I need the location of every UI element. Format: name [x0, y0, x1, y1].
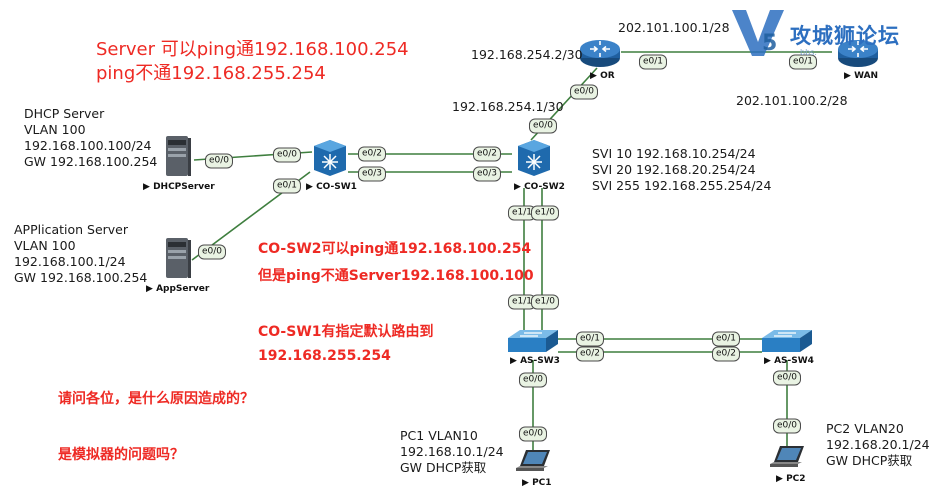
question-reason: 请问各位，是什么原因造成的？: [58, 391, 254, 407]
svi-note-line: SVI 255 192.168.255.254/24: [592, 178, 772, 193]
if-sw2-e0-0: e0/0: [528, 118, 558, 134]
if-sw1-e0-2: e0/2: [357, 146, 387, 162]
dhcp-note-line: VLAN 100: [24, 122, 86, 137]
dhcp-note-line: 192.168.100.100/24: [24, 138, 152, 153]
pc2-laptop-icon[interactable]: [768, 444, 808, 472]
if-wan-e0-1: e0/1: [788, 54, 818, 70]
if-sw4-e0-2: e0/2: [711, 346, 741, 362]
watermark-url: bbs.: [800, 48, 817, 57]
pc2-label: ▶ PC2: [776, 474, 806, 484]
pc2-note-line: PC2 VLAN20: [826, 421, 904, 436]
app-server-icon[interactable]: [164, 236, 192, 280]
co-sw1-label: ▶ CO-SW1: [306, 182, 357, 192]
sw2-red-line-1: CO-SW2可以ping通192.168.100.254: [258, 241, 532, 257]
as-sw3-label: ▶ AS-SW3: [510, 356, 560, 366]
app-note-line: APPlication Server: [14, 222, 129, 237]
if-pc1-e0-0: e0/0: [518, 426, 548, 442]
svi-note: SVI 10 192.168.10.254/24 SVI 20 192.168.…: [592, 146, 771, 194]
app-note-line: 192.168.100.1/24: [14, 254, 126, 269]
if-sw3-e0-1: e0/1: [575, 331, 605, 347]
l2-switch-as-sw3-icon[interactable]: [506, 328, 560, 356]
dhcp-note-line: GW 192.168.100.254: [24, 154, 158, 169]
or-label: ▶ OR: [590, 71, 615, 81]
if-sw4-e0-1: e0/1: [711, 331, 741, 347]
pc1-note-line: PC1 VLAN10: [400, 428, 478, 443]
app-note-line: GW 192.168.100.254: [14, 270, 148, 285]
l3-switch-co-sw1-icon[interactable]: [310, 138, 350, 178]
watermark-brand: 攻城狮论坛: [790, 24, 900, 48]
or-lan-ip: 192.168.254.2/30: [471, 47, 583, 62]
question-line-2: ping不通192.168.255.254: [96, 63, 326, 84]
pc2-note-line: 192.168.20.1/24: [826, 437, 930, 452]
dhcp-note-line: DHCP Server: [24, 106, 105, 121]
if-or-e0-1: e0/1: [638, 54, 668, 70]
pc1-label-text: PC1: [532, 478, 552, 488]
or-label-text: OR: [600, 71, 615, 81]
if-sw1-e0-1: e0/1: [272, 178, 302, 194]
dhcp-server-label-text: DHCPServer: [153, 182, 215, 192]
pc1-note-line: GW DHCP获取: [400, 460, 487, 475]
if-sw3-e1-0: e1/0: [530, 294, 560, 310]
question-simulator: 是模拟器的问题吗？: [58, 447, 184, 463]
co-sw2-label-text: CO-SW2: [524, 182, 565, 192]
svi-note-line: SVI 10 192.168.10.254/24: [592, 146, 756, 161]
question-line-1: Server 可以ping通192.168.100.254: [96, 39, 409, 60]
or-wan-ip: 202.101.100.1/28: [618, 20, 730, 35]
if-dhcp-e0-0: e0/0: [204, 153, 234, 169]
if-sw2-e0-2: e0/2: [472, 146, 502, 162]
watermark-logo: 5 攻城狮论坛 bbs.: [728, 4, 918, 64]
pc2-note: PC2 VLAN20 192.168.20.1/24 GW DHCP获取: [826, 421, 930, 469]
l3-switch-co-sw2-icon[interactable]: [514, 138, 554, 178]
co-sw1-label-text: CO-SW1: [316, 182, 357, 192]
v5-logo-icon: 5: [732, 10, 784, 56]
sw2-red-line-2: 但是ping不通Server192.168.100.100: [258, 268, 534, 284]
as-sw4-label-text: AS-SW4: [774, 356, 814, 366]
router-wan-icon[interactable]: [836, 36, 880, 70]
pc1-laptop-icon[interactable]: [514, 448, 554, 476]
pc2-note-line: GW DHCP获取: [826, 453, 913, 468]
app-note-line: VLAN 100: [14, 238, 76, 253]
wan-ip: 202.101.100.2/28: [736, 93, 848, 108]
sw1-red-line-2: 192.168.255.254: [258, 348, 391, 364]
pc1-label: ▶ PC1: [522, 478, 552, 488]
if-sw3-e0-0: e0/0: [518, 372, 548, 388]
as-sw3-label-text: AS-SW3: [520, 356, 560, 366]
question-box: Server 可以ping通192.168.100.254 ping不通192.…: [96, 38, 409, 86]
dhcp-server-label: ▶ DHCPServer: [143, 182, 215, 192]
if-sw1-e0-3: e0/3: [357, 166, 387, 182]
router-or-icon[interactable]: [578, 36, 622, 70]
dhcp-server-note: DHCP Server VLAN 100 192.168.100.100/24 …: [24, 106, 157, 170]
pc1-note: PC1 VLAN10 192.168.10.1/24 GW DHCP获取: [400, 428, 504, 476]
wan-label: ▶ WAN: [844, 71, 879, 81]
if-or-e0-0: e0/0: [569, 84, 599, 100]
svi-note-line: SVI 20 192.168.20.254/24: [592, 162, 756, 177]
co-sw2-label: ▶ CO-SW2: [514, 182, 565, 192]
app-server-label: ▶ AppServer: [146, 284, 210, 294]
if-sw1-e0-0: e0/0: [272, 147, 302, 163]
app-server-label-text: AppServer: [156, 284, 210, 294]
svg-text:5: 5: [762, 31, 777, 56]
l2-switch-as-sw4-icon[interactable]: [760, 328, 814, 356]
wan-label-text: WAN: [854, 71, 879, 81]
pc1-note-line: 192.168.10.1/24: [400, 444, 504, 459]
sw2-uplink-ip: 192.168.254.1/30: [452, 99, 564, 114]
sw1-red-line-1: CO-SW1有指定默认路由到: [258, 324, 434, 340]
if-pc2-e0-0: e0/0: [772, 418, 802, 434]
if-sw4-e0-0: e0/0: [772, 370, 802, 386]
if-sw2-e1-0: e1/0: [530, 205, 560, 221]
if-sw3-e0-2: e0/2: [575, 346, 605, 362]
as-sw4-label: ▶ AS-SW4: [764, 356, 814, 366]
if-app-e0-0: e0/0: [197, 244, 227, 260]
dhcp-server-icon[interactable]: [164, 134, 192, 178]
app-server-note: APPlication Server VLAN 100 192.168.100.…: [14, 222, 147, 286]
pc2-label-text: PC2: [786, 474, 806, 484]
if-sw2-e0-3: e0/3: [472, 166, 502, 182]
